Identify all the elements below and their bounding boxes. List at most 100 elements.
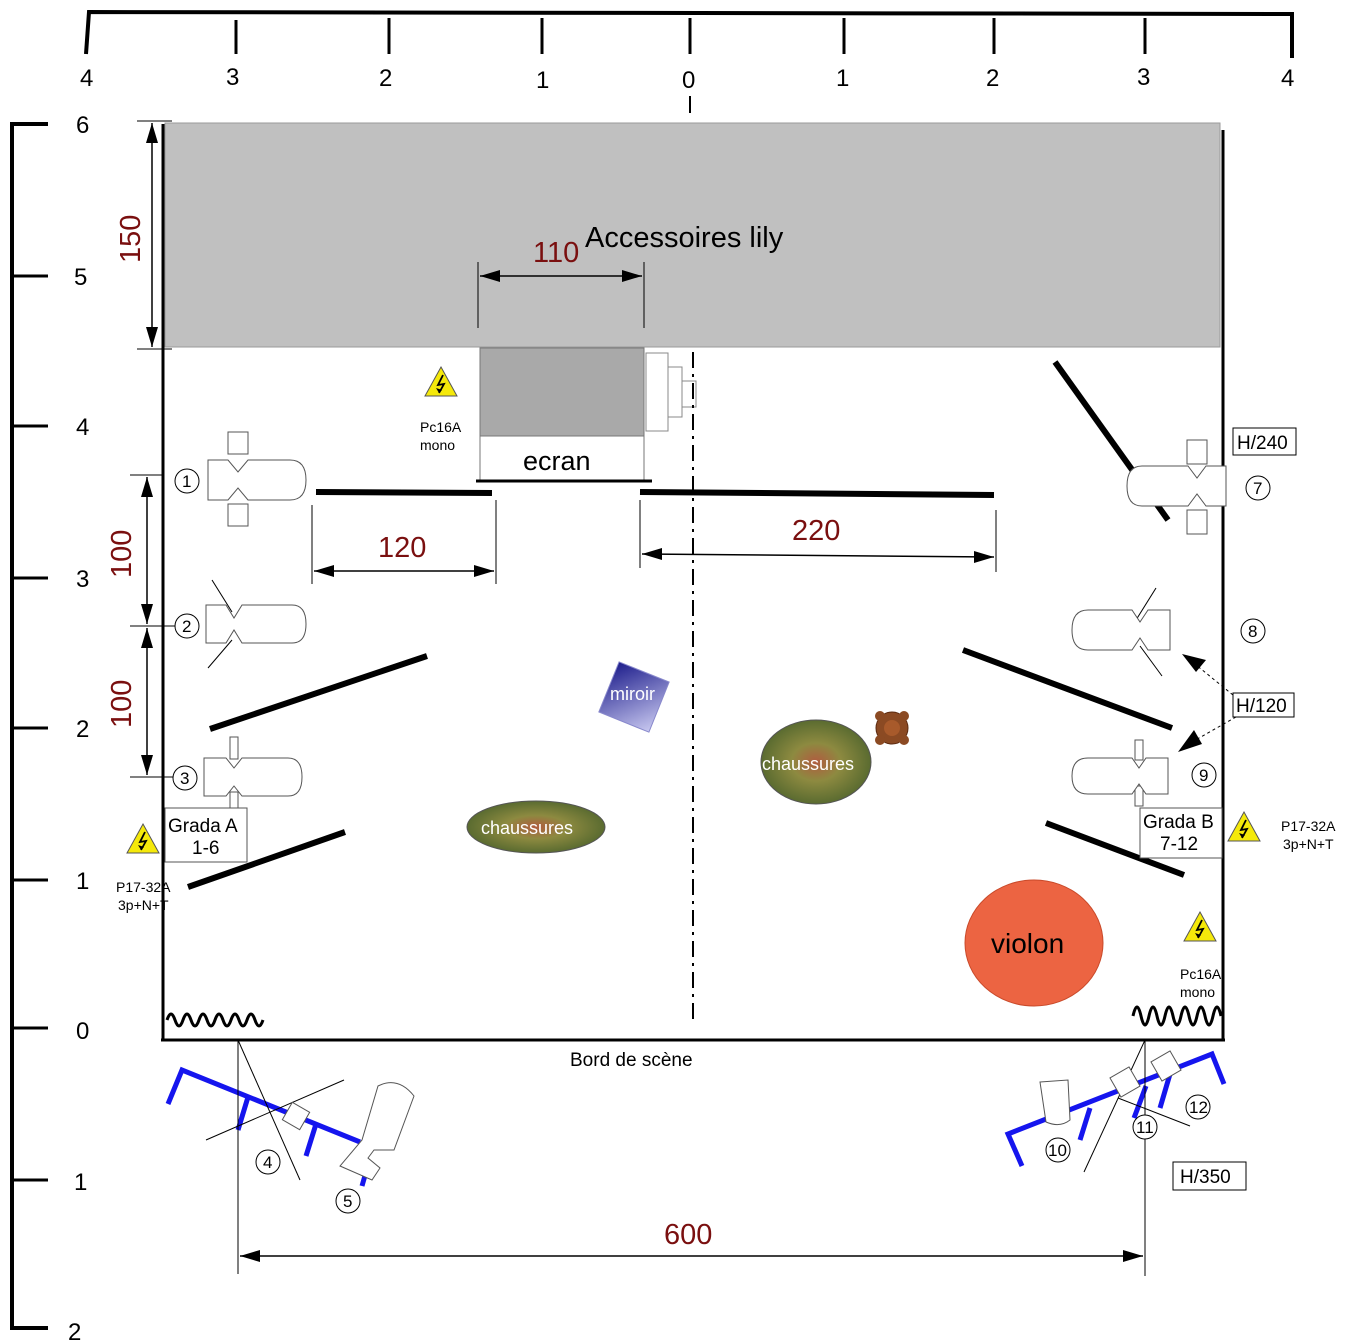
dim-label: 600 — [664, 1219, 712, 1251]
left-ruler: 6 5 4 3 2 1 0 1 2 — [10, 112, 89, 1342]
backstage-area — [164, 122, 1221, 348]
dim-label: 100 — [106, 680, 138, 728]
dim-label: 120 — [378, 532, 426, 564]
height-tag-350: H/350 — [1172, 1161, 1247, 1191]
backstage-label: Accessoires lily — [585, 222, 784, 254]
fixture-number: 11 — [1136, 1118, 1154, 1137]
top-ruler-tick: 2 — [379, 65, 392, 92]
fixture-2: 2 — [174, 579, 307, 669]
power-label: 3p+N+T — [118, 897, 169, 913]
stage-outline — [161, 124, 1225, 1042]
beam-lines-left — [205, 1039, 345, 1274]
dim-label: 110 — [533, 237, 579, 269]
warning-icon — [424, 366, 458, 397]
violin: violon — [964, 879, 1104, 1007]
top-ruler-tick: 1 — [836, 65, 849, 92]
fixture-1: 1 — [174, 431, 307, 527]
height-label: H/120 — [1236, 696, 1287, 717]
top-ruler-tick: 2 — [986, 65, 999, 92]
left-ruler-tick: 2 — [76, 716, 89, 743]
fixture-5: 5 — [335, 1082, 415, 1214]
left-ruler-tick: 2 — [68, 1319, 81, 1342]
power-socket-p17-left: P17-32A 3p+N+T — [116, 823, 171, 913]
fixture-12: 12 — [1150, 1050, 1211, 1120]
dimmer-label: 1-6 — [192, 838, 219, 859]
shoes-left: chaussures — [466, 800, 606, 854]
power-label: P17-32A — [1281, 818, 1336, 834]
dim-left-spacing: 100 100 — [106, 474, 175, 778]
warning-icon — [126, 823, 160, 854]
fixture-number: 5 — [343, 1192, 352, 1211]
dim-label: 220 — [792, 515, 840, 547]
shoes-right: chaussures — [760, 719, 872, 805]
power-label: Pc16A — [1180, 966, 1222, 982]
top-ruler-tick: 3 — [226, 64, 239, 91]
power-label: mono — [1180, 984, 1215, 1000]
fixture-9: 9 — [1071, 739, 1217, 807]
top-ruler-tick: 4 — [80, 65, 93, 92]
mirror: miroir — [598, 661, 670, 733]
dimmer-a: Grada A 1-6 — [164, 807, 248, 863]
dim-label: 100 — [106, 530, 138, 578]
fixture-10: 10 — [1039, 1079, 1071, 1163]
screen-label: ecran — [523, 446, 591, 476]
truss-right — [1004, 1050, 1227, 1168]
mirror-label: miroir — [610, 684, 655, 704]
dim-label: 150 — [115, 215, 147, 263]
dim-right-gap: 220 — [639, 500, 997, 572]
power-label: Pc16A — [420, 419, 462, 435]
dimmer-label: Grada A — [168, 816, 238, 837]
small-prop — [875, 711, 909, 745]
screen: ecran — [476, 347, 697, 483]
power-socket-pc16a: Pc16A mono — [420, 366, 462, 453]
curtain-left — [165, 1012, 265, 1028]
fixture-number: 8 — [1248, 622, 1257, 641]
top-ruler-tick: 0 — [682, 67, 695, 94]
power-label: 3p+N+T — [1283, 836, 1334, 852]
top-ruler-tick: 4 — [1281, 65, 1294, 92]
left-ruler-tick: 1 — [74, 1169, 87, 1196]
left-ruler-tick: 6 — [76, 112, 89, 139]
height-label: H/350 — [1180, 1167, 1231, 1188]
left-ruler-tick: 0 — [76, 1018, 89, 1045]
left-ruler-tick: 4 — [76, 414, 89, 441]
height-label: H/240 — [1237, 433, 1288, 454]
beam-lines-right — [1083, 1039, 1191, 1276]
height-tag-240: H/240 — [1232, 427, 1297, 456]
left-ruler-tick: 1 — [76, 868, 89, 895]
top-ruler-tick: 1 — [536, 67, 549, 94]
fixture-4: 4 — [255, 1101, 311, 1175]
fixture-11: 11 — [1109, 1066, 1158, 1140]
dim-screen-width: 110 — [477, 237, 645, 328]
fixture-number: 7 — [1253, 479, 1262, 498]
power-label: mono — [420, 437, 455, 453]
fixture-8: 8 — [1071, 587, 1266, 677]
height-tag-120: H/120 — [1178, 654, 1295, 752]
top-ruler: 4 3 2 1 0 1 2 3 4 — [80, 9, 1294, 113]
stage-edge-label: Bord de scène — [570, 1050, 693, 1071]
dim-left-gap: 120 — [311, 500, 497, 584]
dimmer-b: Grada B 7-12 — [1139, 807, 1223, 859]
shoes-label: chaussures — [481, 818, 573, 838]
curtain-right — [1131, 1005, 1223, 1027]
fixture-number: 10 — [1048, 1141, 1067, 1160]
fixture-7: 7 — [1126, 439, 1271, 535]
dimmer-label: Grada B — [1143, 812, 1214, 833]
top-ruler-tick: 3 — [1137, 64, 1150, 91]
fixture-number: 1 — [182, 472, 191, 491]
flats — [187, 360, 1186, 890]
fixture-number: 3 — [180, 769, 189, 788]
fixture-number: 9 — [1199, 766, 1208, 785]
fixture-number: 12 — [1189, 1098, 1208, 1117]
fixture-number: 2 — [182, 617, 191, 636]
violin-label: violon — [991, 928, 1064, 959]
dimmer-label: 7-12 — [1160, 834, 1198, 855]
left-ruler-tick: 5 — [74, 264, 87, 291]
power-label: P17-32A — [116, 879, 171, 895]
fixture-number: 4 — [263, 1153, 272, 1172]
dim-backstage-depth: 150 — [115, 120, 172, 350]
power-socket-p17-right: P17-32A 3p+N+T — [1227, 811, 1336, 852]
shoes-label: chaussures — [762, 754, 854, 774]
dim-stage-width: 600 — [240, 1219, 1143, 1262]
warning-icon — [1227, 811, 1261, 842]
